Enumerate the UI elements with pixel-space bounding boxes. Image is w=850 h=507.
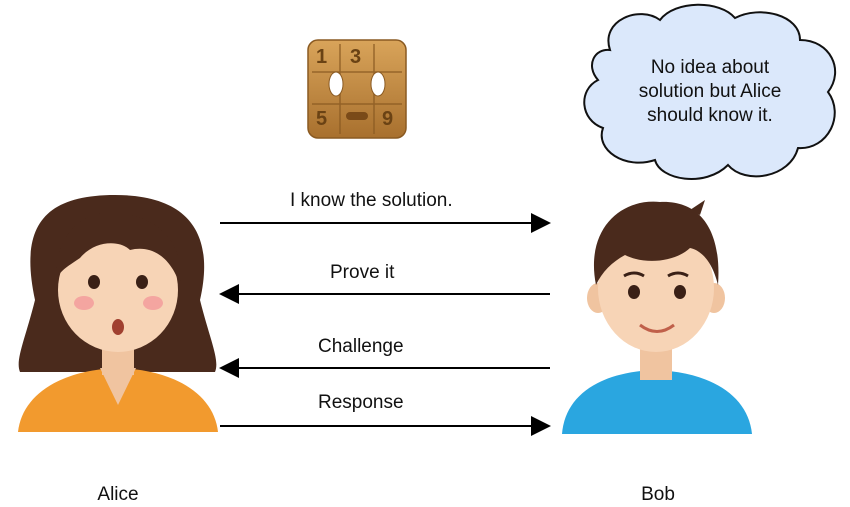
thought-bubble-text: No idea about solution but Alice should …: [612, 56, 808, 128]
thought-line-2: solution but Alice: [638, 81, 782, 102]
puzzle-digit-1: 1: [316, 46, 328, 68]
message-prove-it: Prove it: [330, 262, 395, 283]
thought-line-3: should know it.: [647, 105, 773, 126]
thought-bubble: [583, 3, 837, 180]
message-challenge: Challenge: [318, 336, 404, 357]
puzzle-digit-5: 5: [316, 108, 328, 130]
thought-line-1: No idea about: [650, 57, 770, 78]
alice-avatar: [18, 195, 218, 432]
puzzle-digit-3: 3: [350, 46, 362, 68]
bob-name: Bob: [641, 484, 675, 505]
alice-name: Alice: [97, 484, 139, 505]
message-know-solution: I know the solution.: [290, 190, 453, 211]
puzzle-icon: [307, 39, 407, 139]
message-response: Response: [318, 392, 404, 413]
puzzle-digit-9: 9: [382, 108, 394, 130]
bob-avatar: [562, 200, 752, 434]
